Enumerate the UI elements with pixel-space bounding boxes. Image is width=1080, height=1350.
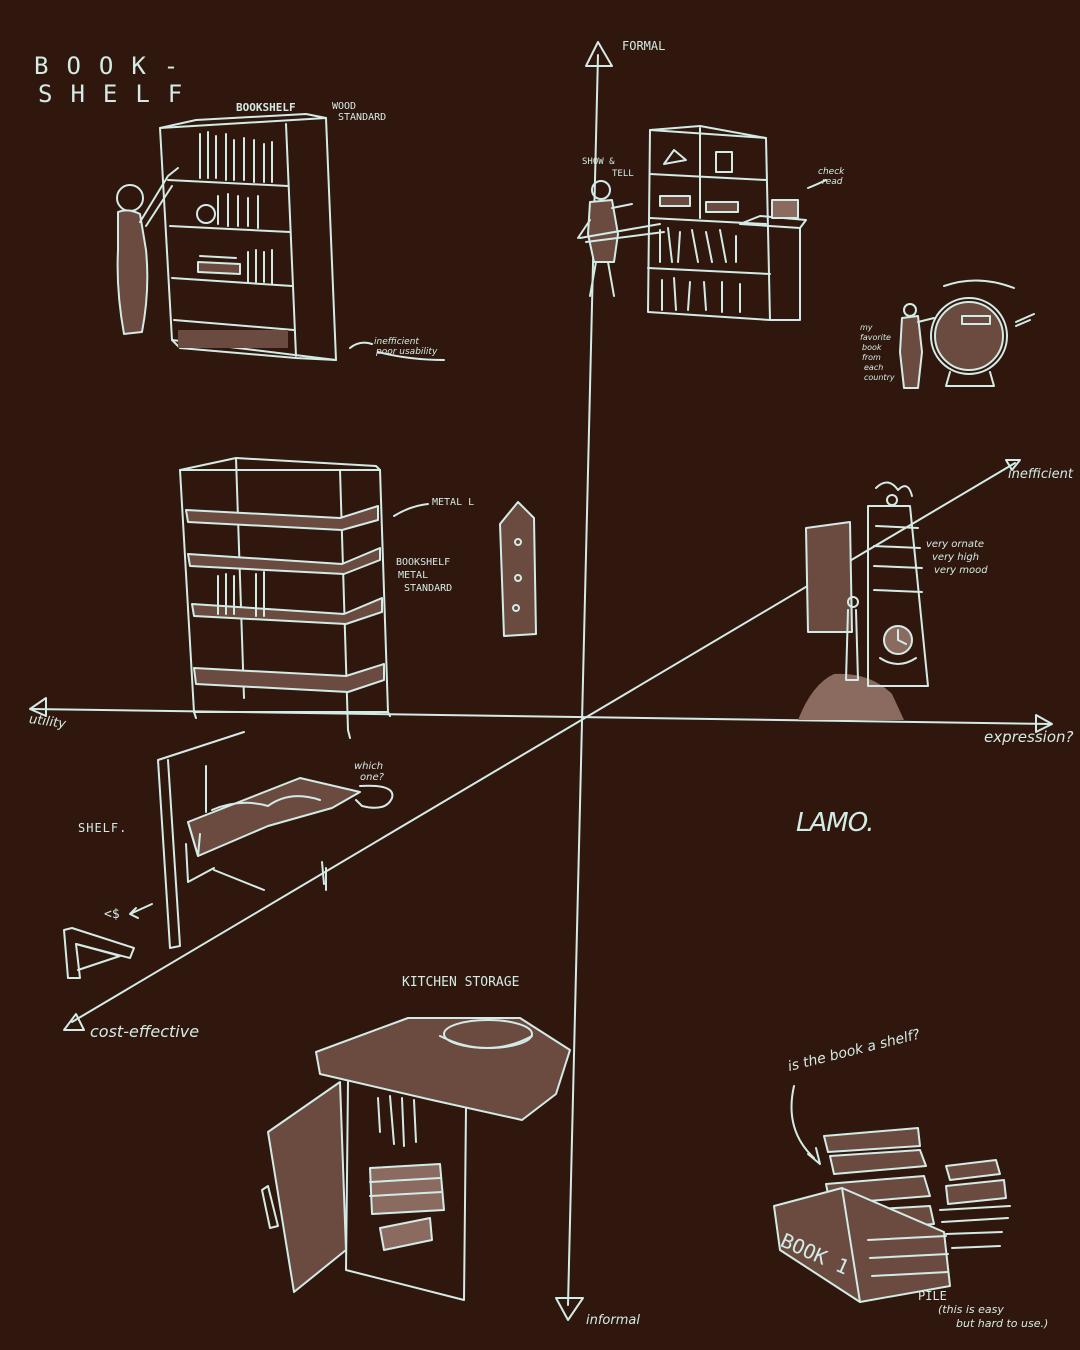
label-kitchen-storage: KITCHEN STORAGE (402, 975, 520, 990)
label-inefficient-note-2: poor usability (376, 347, 438, 357)
axis-label-expression: expression? (984, 728, 1074, 746)
kitchen-storage-sketch (261, 1017, 571, 1301)
book-pile-sketch (773, 1085, 1011, 1303)
label-favorite-2: favorite (860, 333, 891, 342)
label-pile-note-1: (this is easy (938, 1303, 1004, 1316)
diagonal-axis (71, 462, 1016, 1023)
person-body (116, 209, 149, 335)
title-line-2: SHELF (38, 80, 201, 108)
label-favorite-6: country (864, 373, 895, 382)
axes (29, 41, 1053, 1321)
label-bookshelf-metal-3: STANDARD (404, 583, 453, 594)
axis-label-formal: FORMAL (622, 39, 666, 53)
wood-bookshelf-sketch (116, 113, 445, 361)
label-favorite-1: my (860, 323, 873, 332)
label-metal-l: METAL L (432, 497, 475, 508)
formal-arrow (585, 41, 613, 67)
person-head (116, 184, 144, 212)
title-line-1: BOOK- (34, 52, 197, 80)
label-favorite-5: each (864, 363, 884, 372)
expression-arrow (1035, 714, 1053, 733)
informal-arrow (555, 1297, 584, 1321)
label-bookshelf-metal-1: BOOKSHELF (396, 557, 451, 568)
label-bookshelf-metal-2: METAL (398, 570, 429, 581)
cost-effective-arrow (63, 1013, 85, 1031)
label-inefficient-note-1: inefficient (374, 337, 419, 347)
vertical-axis (567, 54, 599, 1306)
label-wood: WOOD (332, 101, 357, 112)
axis-label-informal: informal (586, 1313, 640, 1328)
label-show-tell-1: SHOW & (582, 157, 615, 167)
inefficient-arrow (1005, 459, 1021, 471)
label-which-1: which (354, 761, 384, 772)
label-favorite-4: from (862, 353, 881, 362)
label-shelf: SHELF. (78, 821, 128, 835)
favorite-book-globe-sketch (899, 279, 1035, 389)
label-check-1: check (818, 167, 845, 177)
label-which-2: one? (360, 772, 384, 783)
show-and-tell-sketch (577, 125, 827, 321)
label-show-tell-2: TELL (612, 169, 634, 179)
wall-shelf-sketch (63, 731, 394, 979)
label-bookshelf-wood: BOOKSHELF (236, 101, 296, 114)
label-check-2: read (822, 177, 843, 187)
label-ornate-2: very high (932, 552, 980, 563)
ornate-clock-shelf-sketch (798, 481, 929, 720)
label-price: <$ (104, 907, 120, 922)
label-ornate-3: very mood (934, 565, 988, 576)
axis-label-cost-effective: cost-effective (90, 1022, 200, 1041)
metal-bookshelf-sketch (179, 457, 537, 739)
label-ornate-1: very ornate (926, 539, 985, 550)
label-favorite-3: book (862, 343, 882, 352)
axis-label-inefficient: inefficient (1008, 467, 1073, 482)
label-lamo: LAMO. (796, 808, 874, 838)
utility-arrow (29, 697, 47, 717)
label-wood-standard: STANDARD (338, 112, 387, 123)
label-pile: PILE (918, 1289, 947, 1303)
label-pile-note-2: but hard to use.) (956, 1317, 1049, 1330)
